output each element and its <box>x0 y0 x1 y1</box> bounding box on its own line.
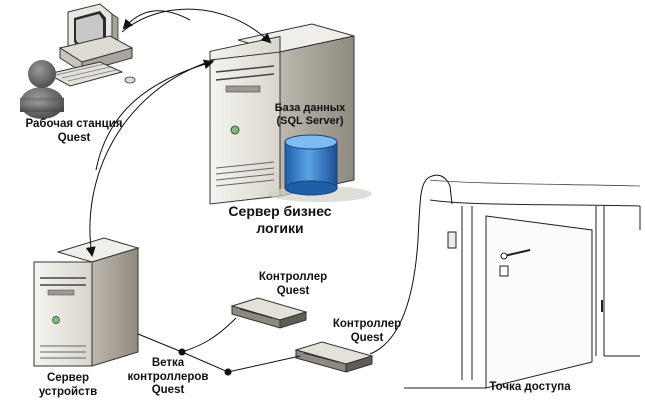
access-point-label: Точка доступа <box>489 381 571 393</box>
user-icon <box>20 60 64 119</box>
computer-icon <box>46 3 136 87</box>
bus-junction <box>224 368 232 376</box>
controller-1-label: Контроллер Quest <box>258 271 328 297</box>
controller-icon <box>230 297 308 329</box>
business-server-label: Сервер бизнес логики <box>228 203 332 236</box>
controller-icon <box>294 341 374 373</box>
door-icon <box>404 199 641 389</box>
database-label: База данных (SQL Server) <box>274 102 346 127</box>
server-icon <box>33 237 140 367</box>
wall-outline <box>429 179 641 187</box>
connection-lines <box>85 8 453 373</box>
database-icon <box>284 134 338 196</box>
device-server-label: Сервер устройств <box>38 372 98 398</box>
workstation-label: Рабочая станция Quest <box>25 118 123 144</box>
bus-junction <box>178 348 186 356</box>
controller-branch-label: Ветка контроллеров Quest <box>127 357 209 397</box>
controller-2-label: Контроллер Quest <box>332 318 402 344</box>
